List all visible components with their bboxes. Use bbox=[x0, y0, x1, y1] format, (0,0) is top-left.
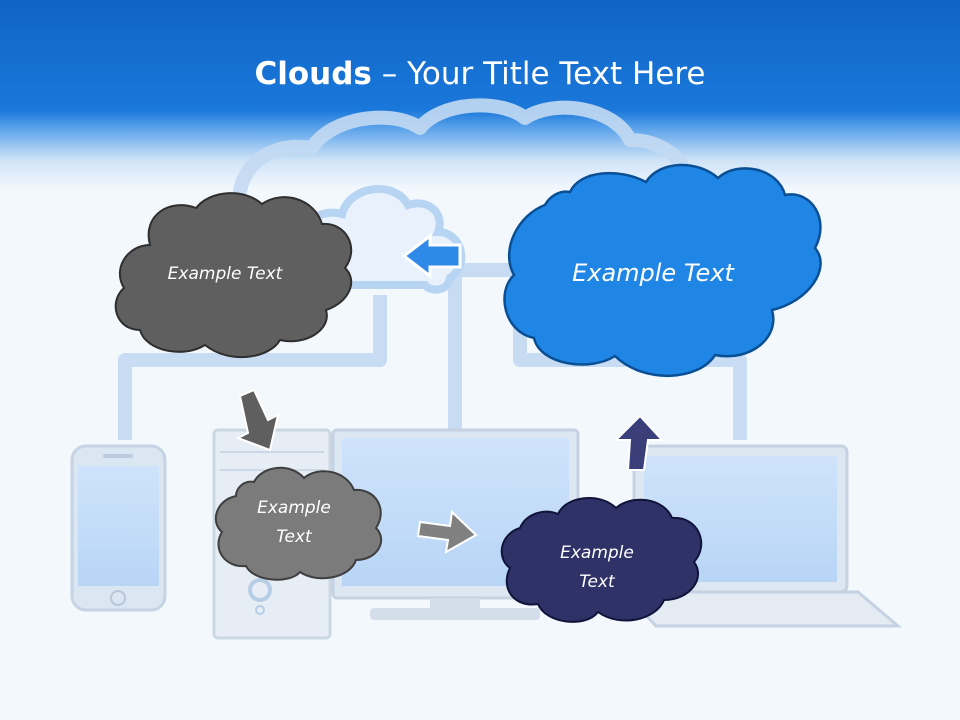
title-rest: Your Title Text Here bbox=[407, 56, 706, 92]
navy-small-cloud-text: Example Text bbox=[530, 539, 664, 597]
gray-small-cloud-text: Example Text bbox=[232, 494, 356, 552]
down-arrow-icon[interactable] bbox=[235, 388, 280, 452]
gray-small-cloud-line2: Text bbox=[276, 527, 312, 547]
gray-small-cloud-line1: Example bbox=[257, 498, 331, 518]
title-bold-word: Clouds bbox=[254, 56, 372, 92]
title-header-band bbox=[0, 0, 960, 190]
blue-large-cloud[interactable] bbox=[503, 163, 822, 377]
navy-small-cloud-line2: Text bbox=[579, 572, 615, 592]
title-separator: – bbox=[371, 56, 408, 92]
right-arrow-icon[interactable] bbox=[416, 509, 478, 554]
up-arrow-icon[interactable] bbox=[613, 414, 665, 471]
slide-title: Clouds – Your Title Text Here bbox=[0, 56, 960, 92]
navy-small-cloud-line1: Example bbox=[560, 543, 634, 563]
blue-large-cloud-text: Example Text bbox=[572, 259, 734, 287]
gray-small-cloud[interactable] bbox=[214, 466, 383, 581]
gray-large-cloud[interactable] bbox=[114, 192, 353, 359]
gray-large-cloud-text: Example Text bbox=[167, 264, 283, 284]
smartphone-icon bbox=[70, 444, 167, 612]
navy-small-cloud[interactable] bbox=[500, 496, 703, 623]
left-arrow-icon[interactable] bbox=[401, 232, 462, 280]
